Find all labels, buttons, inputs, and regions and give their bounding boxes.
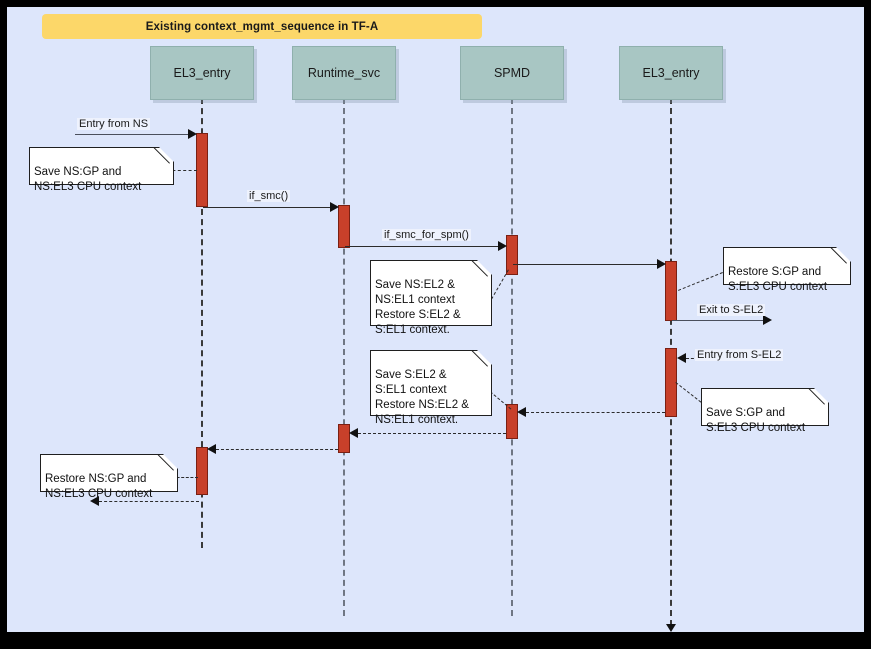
note-fold-icon: [159, 147, 174, 162]
note-text: Save S:GP and S:EL3 CPU context: [706, 407, 806, 434]
note-fold-icon: [836, 247, 851, 262]
participant-el3-entry-left[interactable]: EL3_entry: [150, 46, 254, 100]
participant-el3-entry-right[interactable]: EL3_entry: [619, 46, 723, 100]
activation-el3-entry-left-2: [196, 447, 208, 495]
message-arrowhead-if-smc-for-spm: [498, 241, 507, 251]
message-arrowhead-runtime-to-el3-return: [207, 444, 216, 454]
activation-runtime-svc-2: [338, 424, 350, 453]
participant-label: SPMD: [493, 66, 531, 80]
note-text: Restore NS:GP and NS:EL3 CPU context: [45, 473, 153, 500]
message-line-if-smc: [203, 207, 334, 208]
note-text: Save NS:EL2 & NS:EL1 context Restore S:E…: [375, 279, 461, 336]
note-text: Save NS:GP and NS:EL3 CPU context: [34, 166, 142, 193]
activation-runtime-svc-1: [338, 205, 350, 248]
message-label-if-smc: if_smc(): [247, 190, 291, 202]
message-line-el3-exit-return: [99, 501, 199, 502]
participant-label: EL3_entry: [642, 66, 700, 80]
message-arrowhead-spmd-to-runtime-return: [349, 428, 358, 438]
note-save-s-gp: Save S:GP and S:EL3 CPU context: [701, 388, 829, 434]
note-fold-icon: [477, 350, 492, 365]
participant-label: Runtime_svc: [307, 66, 381, 80]
lifeline-el3-entry-left: [201, 98, 203, 548]
note-connector-3: [678, 272, 723, 291]
message-line-if-smc-for-spm: [345, 246, 502, 247]
message-arrowhead-entry-from-s-el2: [677, 353, 686, 363]
activation-spmd-2: [506, 404, 518, 439]
message-line-entry-from-ns: [75, 134, 191, 135]
message-label-entry-from-s-el2: Entry from S-EL2: [695, 349, 784, 361]
note-text: Save S:EL2 & S:EL1 context Restore NS:EL…: [375, 369, 469, 426]
activation-el3-entry-right-1: [665, 261, 677, 321]
lifeline-spmd: [511, 98, 513, 616]
activation-el3-entry-right-2: [665, 348, 677, 417]
message-arrowhead-spmd-to-el3: [657, 259, 666, 269]
note-connector-1: [167, 170, 197, 171]
message-arrowhead-el3-to-spmd-return: [517, 407, 526, 417]
message-line-el3-to-spmd-return: [526, 412, 665, 413]
message-arrowhead-if-smc: [330, 202, 339, 212]
note-save-ns-gp: Save NS:GP and NS:EL3 CPU context: [29, 147, 174, 193]
participant-spmd[interactable]: SPMD: [460, 46, 564, 100]
note-fold-icon: [814, 388, 829, 403]
note-fold-icon: [477, 260, 492, 275]
participant-label: EL3_entry: [173, 66, 231, 80]
message-line-spmd-to-runtime-return: [358, 433, 506, 434]
note-fold-icon: [163, 454, 178, 469]
note-save-s-el2: Save S:EL2 & S:EL1 context Restore NS:EL…: [370, 350, 492, 426]
diagram-canvas: Existing context_mgmt_sequence in TF-A E…: [7, 7, 864, 632]
participant-runtime-svc[interactable]: Runtime_svc: [292, 46, 396, 100]
note-save-ns-el2: Save NS:EL2 & NS:EL1 context Restore S:E…: [370, 260, 492, 336]
activation-el3-entry-left-1: [196, 133, 208, 207]
message-label-exit-to-s-el2: Exit to S-EL2: [697, 304, 766, 316]
lifeline-runtime-svc: [343, 98, 345, 616]
message-line-exit-to-s-el2: [672, 320, 767, 321]
message-line-runtime-to-el3-return: [216, 449, 338, 450]
message-label-if-smc-for-spm: if_smc_for_spm(): [382, 229, 471, 241]
message-arrowhead-exit-to-s-el2: [763, 315, 772, 325]
message-arrowhead-el3-exit-return: [90, 496, 99, 506]
activation-spmd-1: [506, 235, 518, 275]
note-restore-ns-gp: Restore NS:GP and NS:EL3 CPU context: [40, 454, 178, 500]
note-restore-s-gp: Restore S:GP and S:EL3 CPU context: [723, 247, 851, 293]
message-line-spmd-to-el3: [513, 264, 661, 265]
note-text: Restore S:GP and S:EL3 CPU context: [728, 266, 828, 293]
note-connector-2: [491, 269, 509, 300]
note-connector-6: [172, 477, 198, 478]
message-label-entry-from-ns: Entry from NS: [77, 118, 151, 130]
lifeline-end-arrow-icon: [666, 624, 676, 632]
message-arrowhead-entry-from-ns: [188, 129, 197, 139]
diagram-title-banner: Existing context_mgmt_sequence in TF-A: [42, 14, 482, 39]
